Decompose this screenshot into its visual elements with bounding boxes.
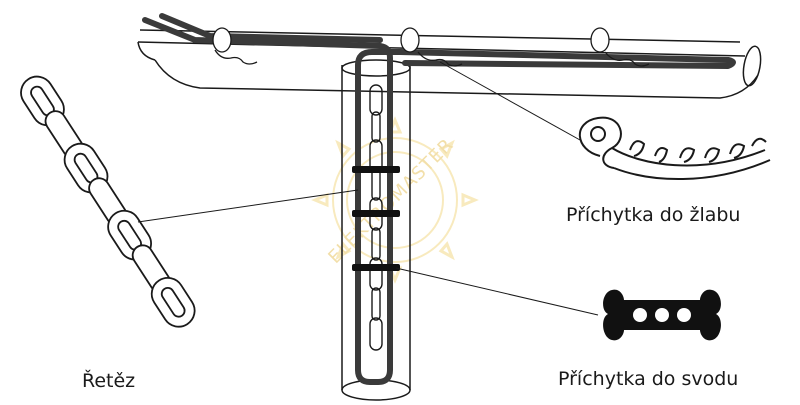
label-downpipe-clip: Příchytka do svodu [558, 368, 739, 390]
gutter-clip-icon [212, 27, 258, 65]
leader-downpipe-clip [395, 267, 599, 316]
gutter-right-end [742, 45, 762, 87]
chain-illustration [20, 75, 196, 328]
downpipe-clip-detail-icon [603, 289, 721, 341]
heating-cable [142, 13, 736, 385]
gutter-left-end [137, 41, 156, 61]
leader-gutter-clip [439, 61, 581, 141]
gutter-clip-icon [590, 27, 650, 67]
gutter-clip-detail-icon [578, 116, 771, 181]
leader-chain [137, 189, 359, 223]
label-chain: Řetěz [82, 370, 136, 392]
cable-run-1 [142, 17, 736, 385]
downpipe-clips-installed [352, 166, 400, 271]
gutter-clips-installed [212, 27, 650, 67]
gutter-clip-icon [400, 27, 463, 67]
cable-run-2 [159, 13, 383, 43]
gutter-back-rim [139, 29, 741, 43]
leader-lines [137, 61, 599, 316]
watermark-logo: ELEKTROMASTER [311, 116, 479, 284]
label-gutter-clip: Příchytka do žlabu [566, 204, 741, 226]
downpipe-top-opening [341, 59, 411, 77]
watermark-sun-icon [311, 116, 479, 284]
